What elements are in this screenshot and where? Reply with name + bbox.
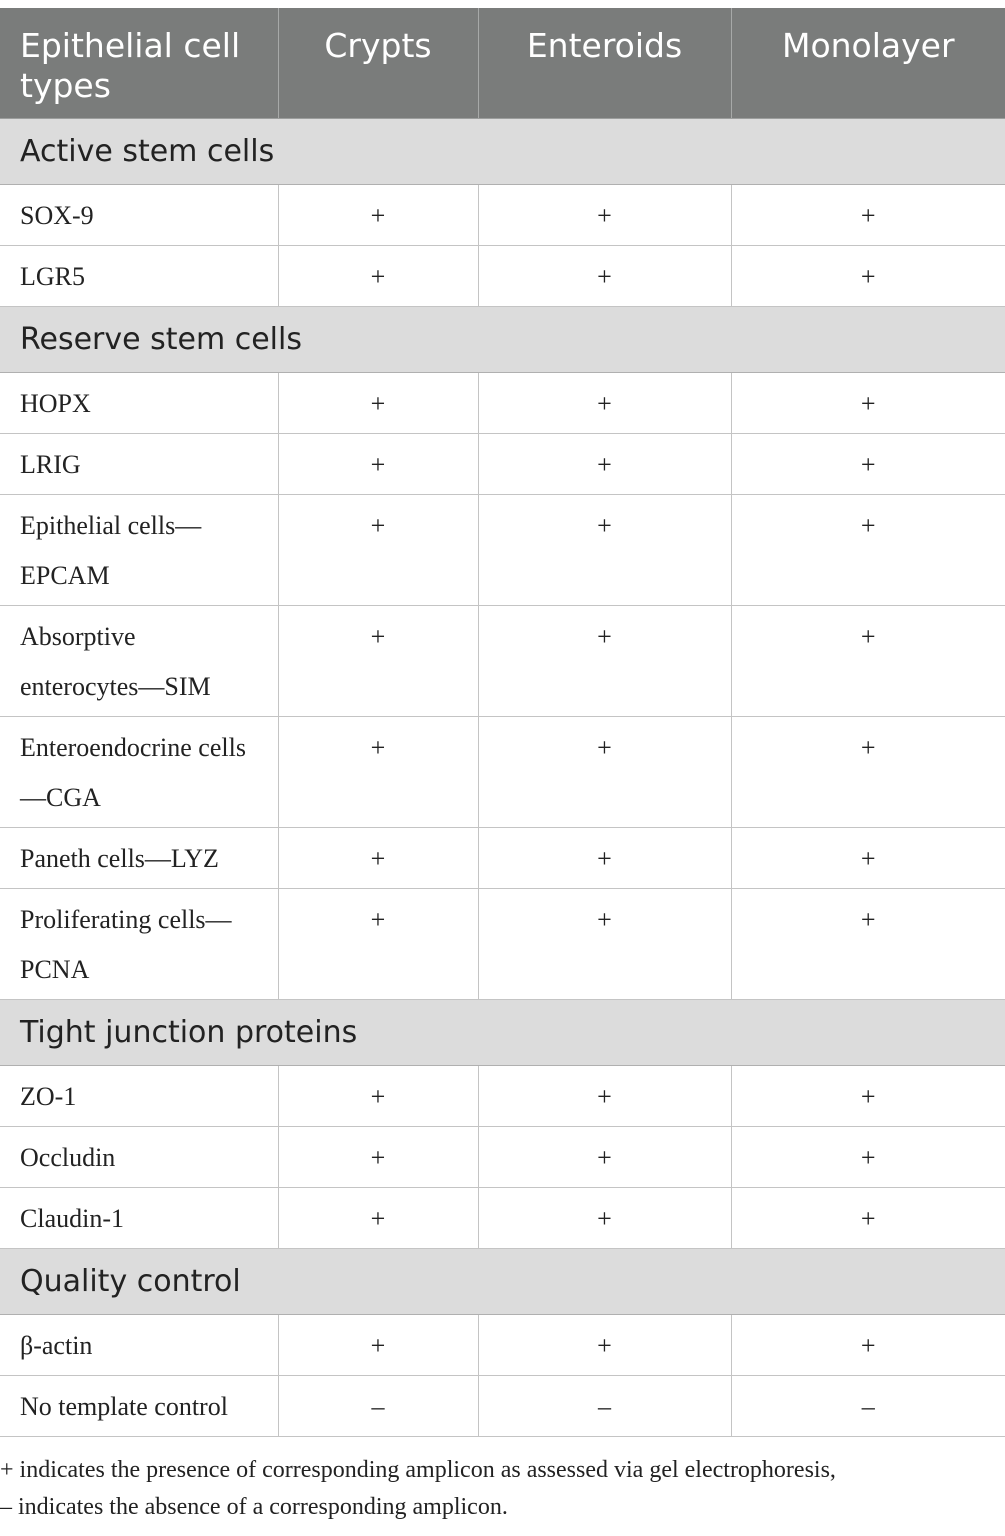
cell-enteroids: + xyxy=(477,826,732,889)
section-title: Tight junction proteins xyxy=(0,998,1005,1066)
cell-crypts: + xyxy=(277,244,479,307)
table-row: Paneth cells—LYZ + + + xyxy=(0,826,1005,889)
header-cell-crypts: Crypts xyxy=(278,8,479,119)
cell-monolayer: + xyxy=(730,826,1005,889)
table-row: Claudin-1 + + + xyxy=(0,1186,1005,1249)
row-label: HOPX xyxy=(0,371,279,434)
cell-enteroids: + xyxy=(477,1186,732,1249)
section-row-tight-junction-proteins: Tight junction proteins xyxy=(0,998,1005,1066)
section-title: Quality control xyxy=(0,1247,1005,1315)
cell-crypts: + xyxy=(277,371,479,434)
row-label: Proliferating cells—PCNA xyxy=(0,887,279,1000)
cell-crypts: + xyxy=(277,1064,479,1127)
section-row-quality-control: Quality control xyxy=(0,1247,1005,1315)
row-label: Paneth cells—LYZ xyxy=(0,826,279,889)
table-row: No template control – – – xyxy=(0,1374,1005,1437)
header-cell-monolayer: Monolayer xyxy=(731,8,1005,119)
cell-crypts: + xyxy=(277,887,479,1000)
cell-crypts: + xyxy=(277,432,479,495)
cell-enteroids: + xyxy=(477,244,732,307)
cell-monolayer: + xyxy=(730,432,1005,495)
footnote-line-absence: – indicates the absence of a correspondi… xyxy=(0,1494,508,1520)
cell-enteroids: + xyxy=(477,493,732,606)
cell-monolayer: + xyxy=(730,183,1005,246)
table-row: Absorptive enterocytes—SIM + + + xyxy=(0,604,1005,717)
cell-monolayer: – xyxy=(730,1374,1005,1437)
row-label: No template control xyxy=(0,1374,279,1437)
table-header-row: Epithelial cell types Crypts Enteroids M… xyxy=(0,8,1005,119)
row-label: Occludin xyxy=(0,1125,279,1188)
table-row: ZO-1 + + + xyxy=(0,1064,1005,1127)
cell-enteroids: + xyxy=(477,183,732,246)
row-label: Absorptive enterocytes—SIM xyxy=(0,604,279,717)
row-label: Enteroendocrine cells—CGA xyxy=(0,715,279,828)
cell-crypts: + xyxy=(277,183,479,246)
cell-monolayer: + xyxy=(730,715,1005,828)
cell-enteroids: + xyxy=(477,715,732,828)
cell-crypts: + xyxy=(277,604,479,717)
cell-monolayer: + xyxy=(730,1125,1005,1188)
row-label: β-actin xyxy=(0,1313,279,1376)
table-row: Epithelial cells—EPCAM + + + xyxy=(0,493,1005,606)
cell-monolayer: + xyxy=(730,1313,1005,1376)
table-row: HOPX + + + xyxy=(0,371,1005,434)
section-title: Reserve stem cells xyxy=(0,305,1005,373)
cell-enteroids: + xyxy=(477,432,732,495)
cell-crypts: + xyxy=(277,493,479,606)
footnote-line-presence: + indicates the presence of correspondin… xyxy=(0,1457,836,1483)
table-row: SOX-9 + + + xyxy=(0,183,1005,246)
section-title: Active stem cells xyxy=(0,117,1005,185)
cell-enteroids: + xyxy=(477,1125,732,1188)
cell-crypts: + xyxy=(277,715,479,828)
row-label: LGR5 xyxy=(0,244,279,307)
header-cell-epithelial-cell-types: Epithelial cell types xyxy=(0,8,279,119)
cell-crypts: – xyxy=(277,1374,479,1437)
cell-enteroids: + xyxy=(477,371,732,434)
table-row: β-actin + + + xyxy=(0,1313,1005,1376)
cell-crypts: + xyxy=(277,1313,479,1376)
header-cell-enteroids: Enteroids xyxy=(478,8,732,119)
table-row: Enteroendocrine cells—CGA + + + xyxy=(0,715,1005,828)
cell-monolayer: + xyxy=(730,1064,1005,1127)
row-label: Claudin-1 xyxy=(0,1186,279,1249)
table-row: LGR5 + + + xyxy=(0,244,1005,307)
section-row-active-stem-cells: Active stem cells xyxy=(0,117,1005,185)
row-label: LRIG xyxy=(0,432,279,495)
table-row: LRIG + + + xyxy=(0,432,1005,495)
table-footnote: + indicates the presence of correspondin… xyxy=(0,1452,1005,1526)
row-label: ZO-1 xyxy=(0,1064,279,1127)
row-label: Epithelial cells—EPCAM xyxy=(0,493,279,606)
cell-enteroids: + xyxy=(477,1064,732,1127)
marker-expression-table: Epithelial cell types Crypts Enteroids M… xyxy=(0,8,1005,1437)
cell-crypts: + xyxy=(277,1186,479,1249)
table-row: Proliferating cells—PCNA + + + xyxy=(0,887,1005,1000)
cell-monolayer: + xyxy=(730,887,1005,1000)
section-row-reserve-stem-cells: Reserve stem cells xyxy=(0,305,1005,373)
cell-enteroids: + xyxy=(477,887,732,1000)
cell-crypts: + xyxy=(277,826,479,889)
cell-enteroids: + xyxy=(477,1313,732,1376)
cell-monolayer: + xyxy=(730,371,1005,434)
row-label: SOX-9 xyxy=(0,183,279,246)
table-row: Occludin + + + xyxy=(0,1125,1005,1188)
cell-crypts: + xyxy=(277,1125,479,1188)
cell-monolayer: + xyxy=(730,604,1005,717)
cell-enteroids: – xyxy=(477,1374,732,1437)
cell-monolayer: + xyxy=(730,244,1005,307)
cell-monolayer: + xyxy=(730,493,1005,606)
cell-monolayer: + xyxy=(730,1186,1005,1249)
cell-enteroids: + xyxy=(477,604,732,717)
